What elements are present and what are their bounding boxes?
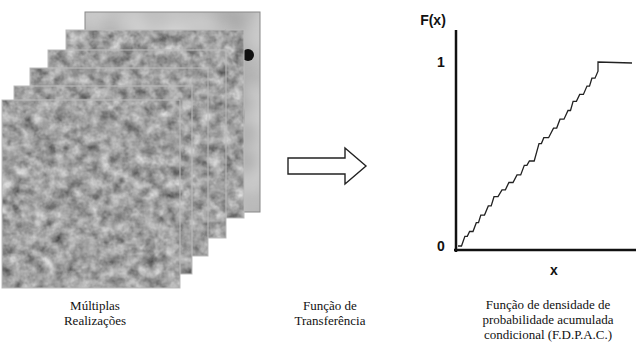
transfer-arrow: [288, 148, 366, 184]
tick-label: 1: [433, 54, 449, 70]
axis-label: F(x): [408, 12, 458, 28]
layer-border: [2, 100, 180, 288]
y-axis: [455, 30, 458, 252]
x-axis: [454, 249, 636, 252]
cdf-curve: [458, 62, 632, 246]
realization-layer: [2, 100, 180, 288]
tick-label: 0: [433, 238, 449, 254]
caption: Função de Transferência: [280, 298, 380, 328]
caption: Função de densidade de probabilidade acu…: [463, 297, 633, 342]
axis-label: x: [544, 262, 564, 278]
caption: Múltiplas Realizações: [40, 298, 150, 328]
